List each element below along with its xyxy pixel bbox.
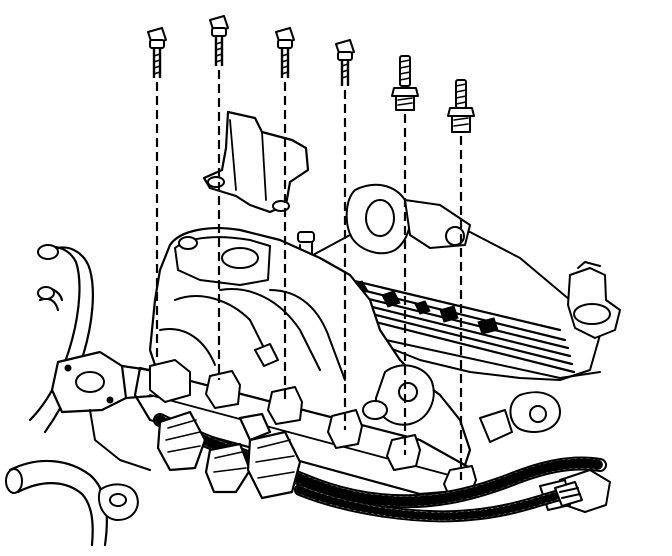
rear-engine-parts [297, 183, 471, 266]
bolt-3 [275, 27, 295, 400]
fasteners [147, 15, 475, 480]
stud-6 [447, 79, 475, 480]
mounting-bracket [202, 110, 310, 214]
bolt-1 [147, 27, 167, 360]
bolt-2 [209, 15, 229, 380]
intake-manifold [133, 227, 477, 499]
stud-5 [391, 55, 419, 455]
harness-connectors [156, 410, 302, 500]
wiring-harness [153, 410, 607, 523]
bolt-4 [335, 39, 355, 430]
left-hoses [5, 244, 154, 547]
lower-right-hardware [554, 481, 583, 507]
